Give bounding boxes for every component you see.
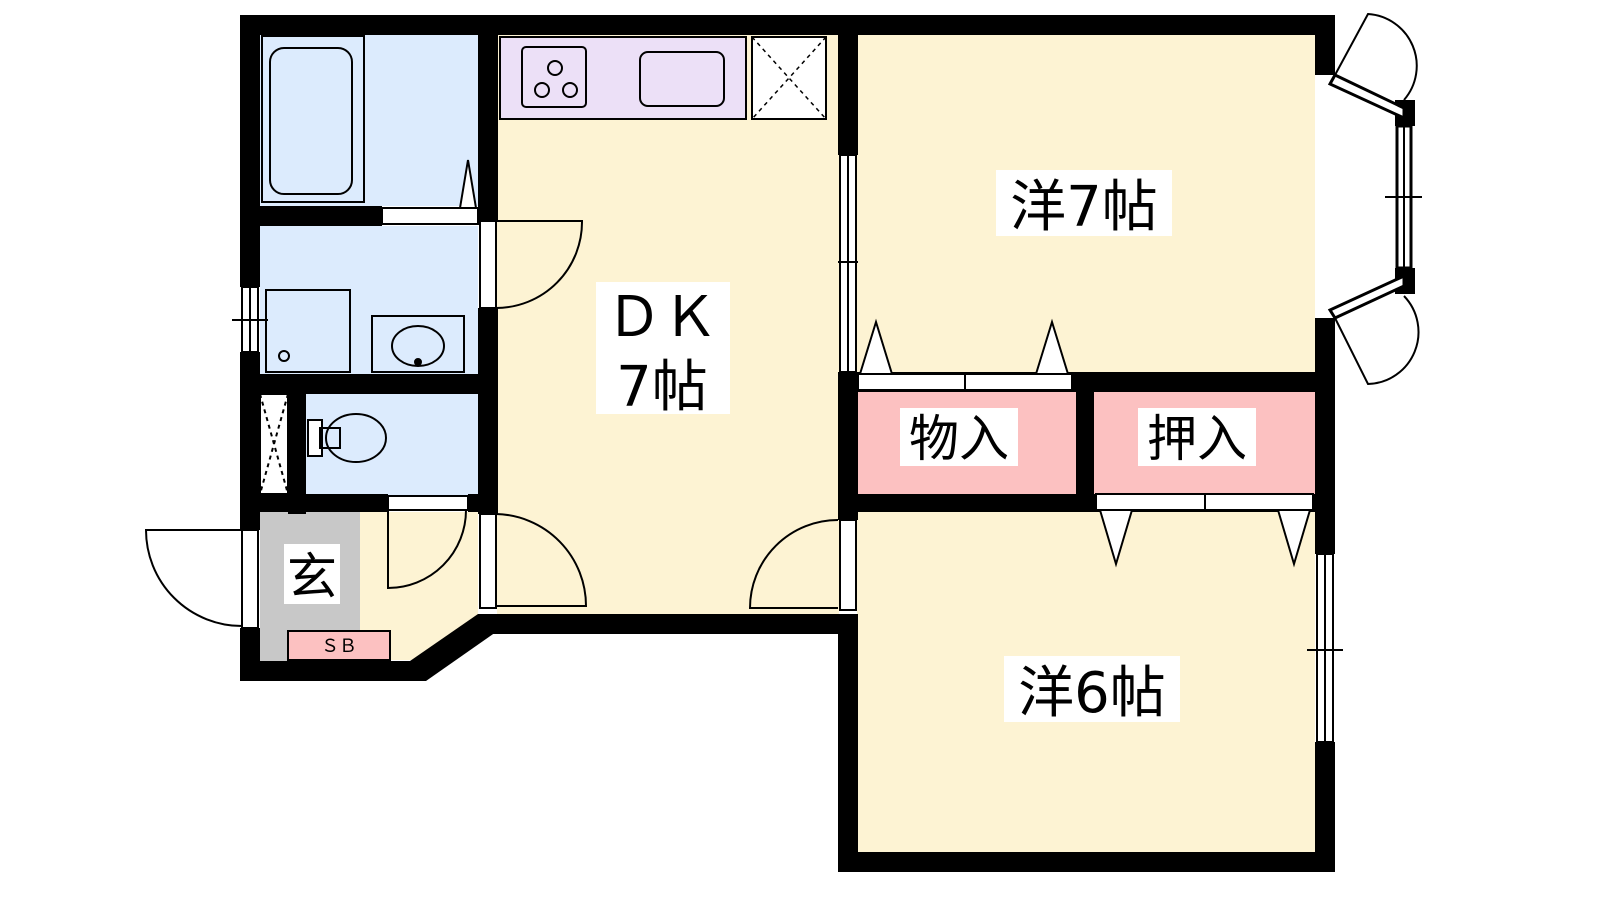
dk-name-label: ＤＫ <box>606 285 718 350</box>
bay-casement-bottom[interactable] <box>1334 295 1420 386</box>
sliding-door-bath[interactable] <box>381 159 479 225</box>
toilet-floor <box>306 392 478 495</box>
bathroom-floor <box>260 34 478 206</box>
door-washroom[interactable] <box>479 220 584 309</box>
western-6-label: 洋6帖 <box>1018 661 1166 726</box>
door-hall-dk[interactable] <box>479 513 588 609</box>
closet-label: 押入 <box>1147 410 1247 468</box>
closet-sliding-doors[interactable] <box>1095 493 1314 568</box>
storage-sliding-doors[interactable] <box>857 318 1073 391</box>
bay-window <box>1327 73 1422 320</box>
window-washroom[interactable] <box>232 286 268 353</box>
toilet-icon <box>307 413 387 463</box>
door-toilet[interactable] <box>387 495 469 590</box>
entrance-step <box>360 512 478 660</box>
sliding-door-dk-western-7[interactable] <box>838 154 858 373</box>
storage-cabinet-icon <box>259 393 289 495</box>
western-7-label: 洋7帖 <box>1010 175 1158 240</box>
entrance-label: 玄 <box>287 548 337 606</box>
bathtub-icon <box>261 35 365 203</box>
kitchen-sink-icon <box>639 51 725 107</box>
walls <box>240 15 1415 872</box>
door-western-6[interactable] <box>748 519 857 611</box>
washroom-floor <box>260 226 478 374</box>
dk-size-label: 7帖 <box>616 355 708 420</box>
window-western-6[interactable] <box>1307 553 1343 743</box>
bay-casement-top[interactable] <box>1334 12 1418 101</box>
shoe-box: ＳＢ <box>287 630 391 661</box>
stove-icon <box>521 46 587 108</box>
washing-machine-icon <box>265 289 351 373</box>
wash-basin-icon <box>371 315 465 373</box>
shoe-box-label: ＳＢ <box>321 636 357 657</box>
storage-label: 物入 <box>909 410 1009 468</box>
door-entrance[interactable] <box>144 529 259 629</box>
